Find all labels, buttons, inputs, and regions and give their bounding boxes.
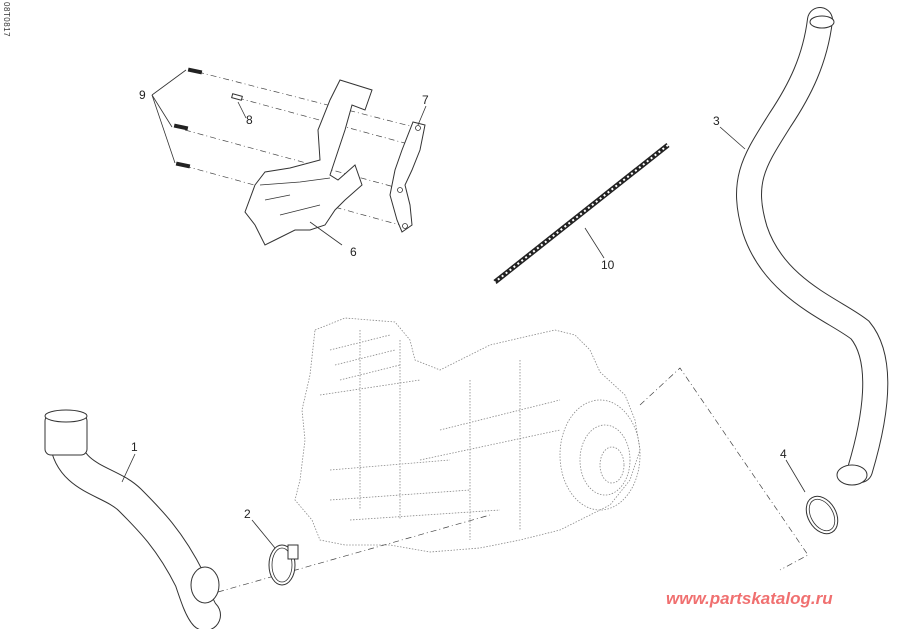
part-7-bracket[interactable]	[389, 121, 426, 233]
drawing-code: 08T0817	[2, 2, 11, 38]
part-10-chain[interactable]	[493, 143, 670, 284]
part-2-clamp[interactable]	[268, 544, 299, 586]
callout-10: 10	[601, 258, 615, 272]
callout-6: 6	[350, 245, 357, 259]
part-3-upper-hose[interactable]	[736, 7, 889, 486]
callout-8: 8	[246, 113, 253, 127]
leader-lines	[121, 101, 806, 549]
part-4-clamp[interactable]	[800, 491, 844, 540]
part-9-screws[interactable]	[151, 67, 203, 169]
engine-outline	[294, 317, 641, 553]
assembly-lines	[184, 71, 809, 593]
part-1-lower-hose[interactable]	[44, 409, 221, 631]
watermark-link[interactable]: www.partskatalog.ru	[666, 589, 833, 608]
callout-2: 2	[244, 507, 251, 521]
part-8-pin[interactable]	[231, 93, 243, 101]
callout-7: 7	[422, 93, 429, 107]
callout-3: 3	[713, 114, 720, 128]
callout-9: 9	[139, 88, 146, 102]
callout-4: 4	[780, 447, 787, 461]
callout-1: 1	[131, 440, 138, 454]
